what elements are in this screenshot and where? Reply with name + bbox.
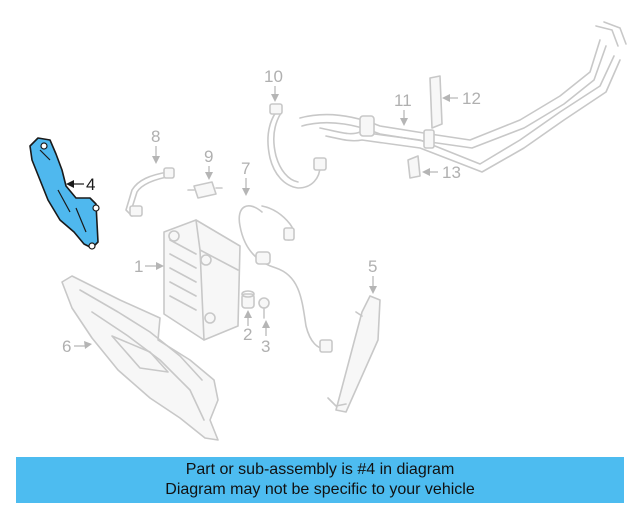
svg-text:6: 6 [62,337,71,356]
callout-2: 2 [243,310,252,344]
part-9-connector[interactable] [187,181,223,199]
part-10-hose[interactable] [267,103,327,189]
svg-text:5: 5 [368,257,377,276]
parts-diagram: 1 2 3 4 5 6 7 8 9 10 11 12 [29,21,627,441]
svg-text:1: 1 [134,257,143,276]
part-13-clip[interactable] [407,155,421,179]
callout-12: 12 [442,89,481,108]
callout-3: 3 [261,320,270,356]
banner-line-1: Part or sub-assembly is #4 in diagram [185,461,455,478]
callout-10: 10 [264,67,283,102]
svg-text:3: 3 [261,337,270,356]
banner-line-2: Diagram may not be specific to your vehi… [165,481,475,498]
svg-text:9: 9 [204,147,213,166]
svg-text:4: 4 [86,175,95,194]
part-1-cooler[interactable] [163,219,241,341]
callout-4: 4 [66,175,95,194]
callout-1: 1 [134,257,164,276]
part-5-bracket[interactable] [327,295,381,413]
part-3-bolt[interactable] [258,297,270,319]
callout-6: 6 [62,337,92,356]
svg-text:12: 12 [462,89,481,108]
callout-11: 11 [394,91,412,126]
callout-7: 7 [241,159,250,196]
svg-text:13: 13 [442,163,461,182]
callout-9: 9 [204,147,213,180]
part-6-guard[interactable] [61,275,219,441]
part-11-tube[interactable] [299,21,627,173]
info-banner: Part or sub-assembly is #4 in diagram Di… [16,457,624,503]
callout-13: 13 [422,163,461,182]
part-2-fitting[interactable] [241,290,255,309]
part-12-bracket[interactable] [429,75,443,129]
part-4-bracket[interactable] [29,137,100,250]
callout-8: 8 [151,127,160,164]
svg-text:2: 2 [243,325,252,344]
svg-text:11: 11 [394,91,412,110]
callout-5: 5 [368,257,377,294]
svg-text:10: 10 [264,67,283,86]
svg-text:8: 8 [151,127,160,146]
part-8-line[interactable] [125,167,175,217]
part-7-hose[interactable] [238,205,333,353]
svg-text:7: 7 [241,159,250,178]
